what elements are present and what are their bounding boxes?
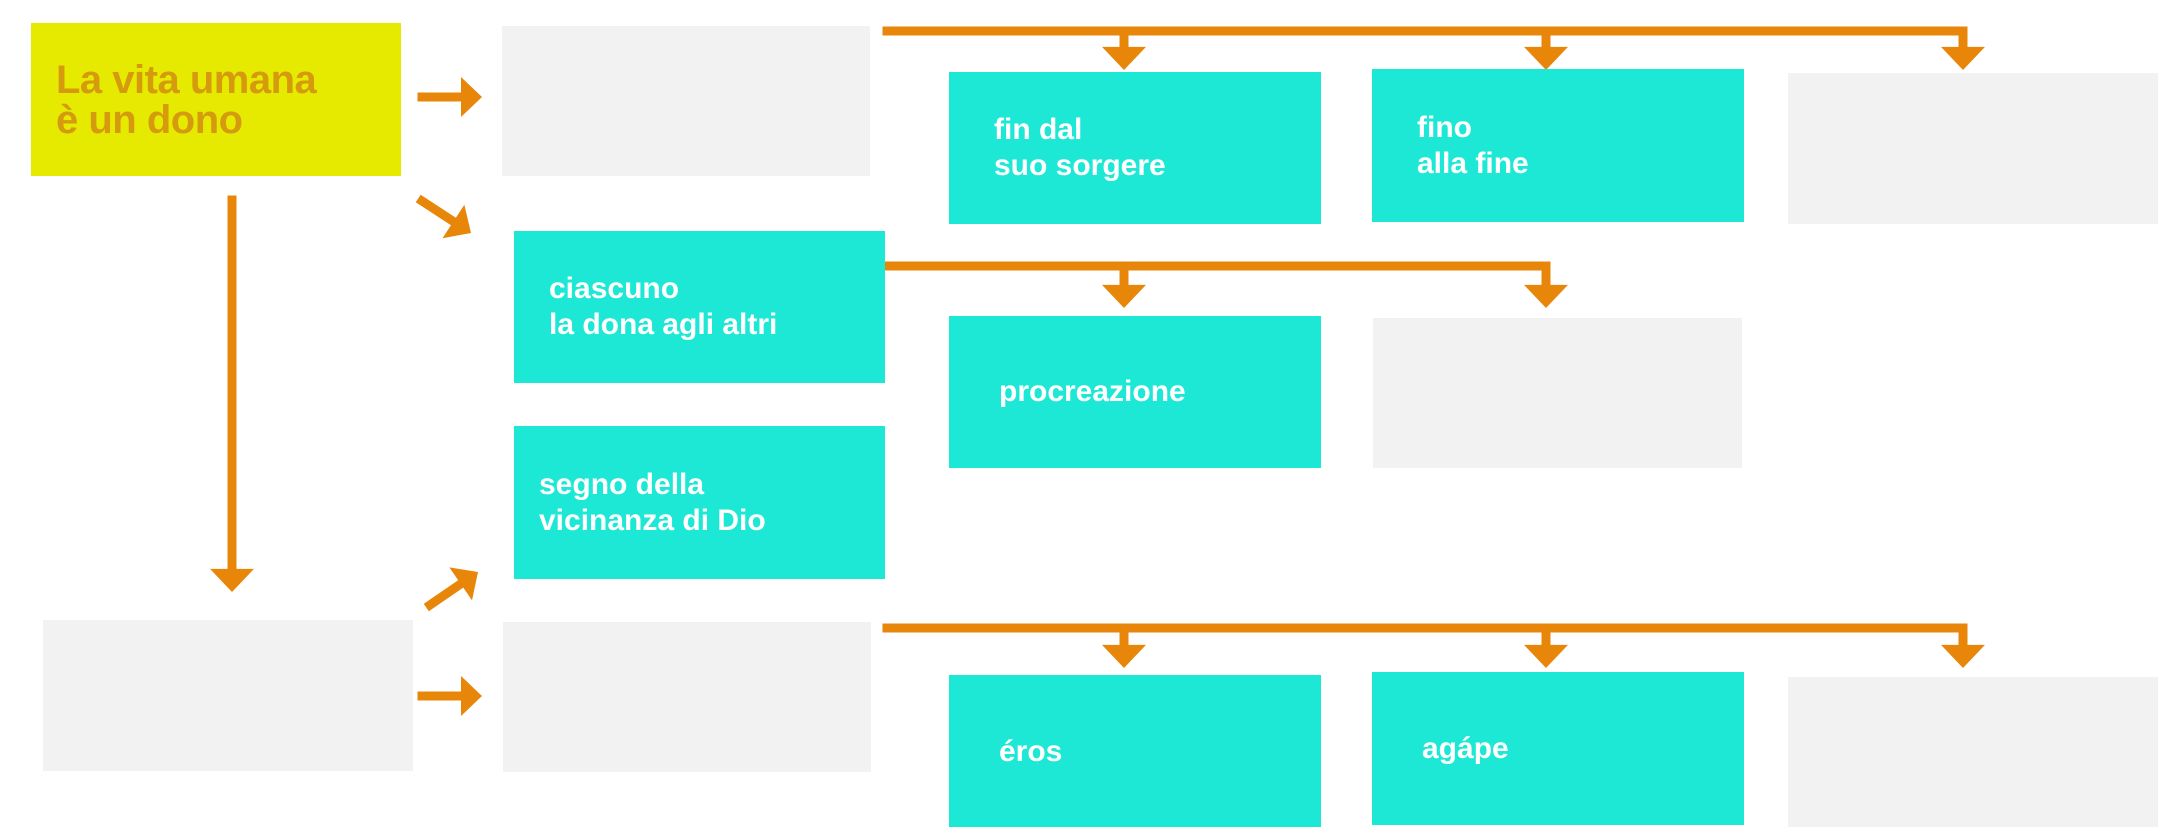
box-procreazione: procreazione (949, 316, 1321, 468)
empty-box-top-right (1788, 73, 2158, 224)
branch-top-head-2 (1941, 46, 1985, 70)
branch-top-head-1 (1524, 46, 1568, 70)
empty-box-bottom-middle (503, 622, 871, 772)
box-segno-della-vicinanza: segno della vicinanza di Dio (514, 426, 885, 579)
box-eros: éros (949, 675, 1321, 827)
branch-middle-head-1 (1524, 284, 1568, 308)
branch-bottom-head-2 (1941, 644, 1985, 668)
branch-top-head-0 (1102, 46, 1146, 70)
branch-bottom-head-0 (1102, 644, 1146, 668)
box-agape: agápe (1372, 672, 1744, 825)
box-fino-alla-fine: fino alla fine (1372, 69, 1744, 222)
branch-middle-head-0 (1102, 284, 1146, 308)
arrow-bottomleft-to-segno-head (449, 567, 478, 601)
arrow-bottomleft-to-segno-shaft (423, 577, 468, 612)
arrow-title-down-head (210, 568, 254, 592)
title-box: La vita umana è un dono (31, 23, 401, 176)
branch-bottom-head-1 (1524, 644, 1568, 668)
empty-box-bottom-right (1788, 677, 2158, 827)
empty-box-middle-right (1373, 318, 1742, 468)
arrow-title-to-top-box-head (461, 77, 482, 117)
arrow-title-to-ciascuno-shaft (415, 194, 461, 229)
connector-arrows (210, 26, 1985, 716)
empty-box-top-middle (502, 26, 870, 176)
arrow-title-to-ciascuno-head (442, 204, 471, 239)
box-ciascuno-la-dona: ciascuno la dona agli altri (514, 231, 885, 383)
empty-box-bottom-left (43, 620, 413, 771)
arrow-bottomleft-to-bottom-box-head (461, 676, 482, 716)
box-fin-dal-suo-sorgere: fin dal suo sorgere (949, 72, 1321, 224)
